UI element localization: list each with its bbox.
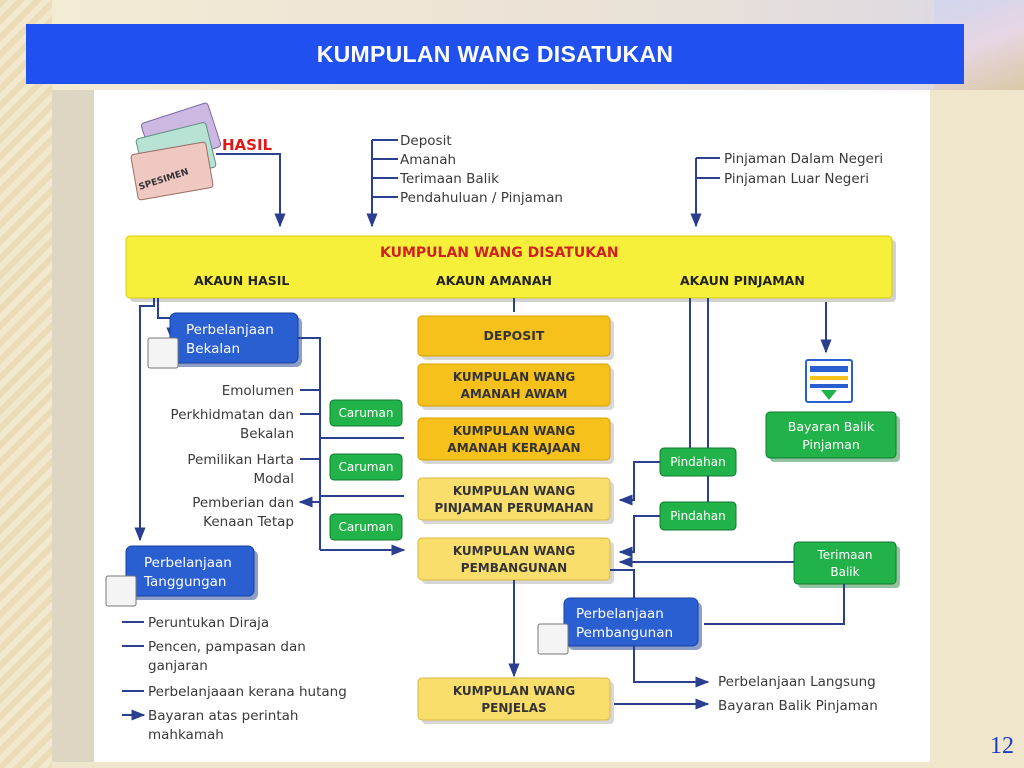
kw-pembangunan-box: KUMPULAN WANG PEMBANGUNAN bbox=[417, 537, 614, 584]
bayaran-balik-pinjaman-box: Bayaran Balik Pinjaman bbox=[765, 411, 900, 462]
source-pinjaman-dalam: Pinjaman Dalam Negeri bbox=[724, 151, 883, 167]
svg-text:PEMBANGUNAN: PEMBANGUNAN bbox=[461, 561, 567, 575]
svg-text:PENJELAS: PENJELAS bbox=[481, 701, 546, 715]
svg-text:KUMPULAN WANG: KUMPULAN WANG bbox=[453, 370, 575, 384]
svg-text:Caruman: Caruman bbox=[339, 406, 394, 420]
svg-text:Pemilikan Harta: Pemilikan Harta bbox=[187, 452, 294, 468]
svg-text:Pindahan: Pindahan bbox=[670, 509, 725, 523]
perbelanjaan-tanggungan-box: Perbelanjaan Tanggungan bbox=[105, 545, 258, 607]
svg-text:Emolumen: Emolumen bbox=[222, 383, 294, 399]
svg-text:Perbelanjaan: Perbelanjaan bbox=[186, 322, 274, 338]
svg-text:Perbelanjaan: Perbelanjaan bbox=[576, 606, 664, 622]
bayaran-balik-icon bbox=[805, 359, 853, 403]
source-deposit: Deposit bbox=[400, 133, 452, 149]
caruman-box-1: Caruman bbox=[329, 399, 403, 427]
pindahan-box-1: Pindahan bbox=[659, 447, 737, 477]
banknotes-icon: SPESIMEN bbox=[130, 102, 222, 201]
caruman-box-3: Caruman bbox=[329, 513, 403, 541]
svg-text:Kenaan Tetap: Kenaan Tetap bbox=[203, 514, 294, 530]
perbelanjaan-bekalan-box: Perbelanjaan Bekalan bbox=[147, 312, 302, 369]
svg-text:mahkamah: mahkamah bbox=[148, 727, 224, 743]
title-bar: KUMPULAN WANG DISATUKAN bbox=[26, 24, 964, 84]
slide-title: KUMPULAN WANG DISATUKAN bbox=[316, 40, 674, 67]
svg-text:DEPOSIT: DEPOSIT bbox=[484, 328, 545, 343]
folder-icon bbox=[147, 337, 179, 369]
svg-text:KUMPULAN WANG: KUMPULAN WANG bbox=[453, 424, 575, 438]
svg-text:Pembangunan: Pembangunan bbox=[576, 625, 673, 641]
svg-text:Pemberian dan: Pemberian dan bbox=[192, 495, 294, 511]
output-bayaran-balik-pinjaman: Bayaran Balik Pinjaman bbox=[718, 698, 878, 714]
pindahan-box-2: Pindahan bbox=[659, 501, 737, 531]
folder-icon bbox=[537, 623, 569, 655]
output-perbelanjaan-langsung: Perbelanjaan Langsung bbox=[718, 674, 876, 690]
svg-text:Perbelanjaaan kerana hutang: Perbelanjaaan kerana hutang bbox=[148, 684, 347, 700]
kw-penjelas-box: KUMPULAN WANG PENJELAS bbox=[417, 677, 614, 724]
diagram-panel: SPESIMEN HASIL Deposit Amanah Terimaan B… bbox=[94, 90, 930, 762]
flow-diagram: SPESIMEN HASIL Deposit Amanah Terimaan B… bbox=[105, 102, 900, 743]
svg-text:Caruman: Caruman bbox=[339, 460, 394, 474]
svg-text:Tanggungan: Tanggungan bbox=[143, 574, 227, 590]
kw-amanah-awam-box: KUMPULAN WANG AMANAH AWAM bbox=[417, 363, 614, 410]
hasil-label: HASIL bbox=[222, 136, 273, 154]
svg-text:PINJAMAN PERUMAHAN: PINJAMAN PERUMAHAN bbox=[434, 501, 593, 515]
main-box-title: KUMPULAN WANG DISATUKAN bbox=[380, 245, 619, 261]
svg-text:AMANAH AWAM: AMANAH AWAM bbox=[461, 387, 568, 401]
svg-text:Perbelanjaan: Perbelanjaan bbox=[144, 555, 232, 571]
folder-icon bbox=[105, 575, 137, 607]
svg-text:Pencen, pampasan dan: Pencen, pampasan dan bbox=[148, 639, 306, 655]
source-amanah: Amanah bbox=[400, 152, 456, 168]
svg-text:Peruntukan Diraja: Peruntukan Diraja bbox=[148, 615, 269, 631]
pinjaman-sources-list: Pinjaman Dalam Negeri Pinjaman Luar Nege… bbox=[690, 151, 883, 228]
akaun-amanah-label: AKAUN AMANAH bbox=[436, 273, 552, 288]
svg-text:Bayaran atas perintah: Bayaran atas perintah bbox=[148, 708, 298, 724]
perbelanjaan-pembangunan-box: Perbelanjaan Pembangunan bbox=[537, 597, 702, 655]
hasil-arrow bbox=[216, 153, 286, 228]
svg-text:KUMPULAN WANG: KUMPULAN WANG bbox=[453, 684, 575, 698]
amanah-sources-list: Deposit Amanah Terimaan Balik Pendahulua… bbox=[366, 133, 563, 228]
svg-text:Balik: Balik bbox=[830, 565, 859, 579]
bekalan-items: Emolumen Perkhidmatan dan Bekalan Pemili… bbox=[171, 383, 294, 530]
terimaan-balik-box: Terimaan Balik bbox=[793, 541, 900, 588]
page-number: 12 bbox=[990, 733, 1014, 759]
caruman-box-2: Caruman bbox=[329, 453, 403, 481]
svg-text:Pinjaman: Pinjaman bbox=[802, 437, 860, 452]
kumpulan-wang-disatukan-box: KUMPULAN WANG DISATUKAN AKAUN HASIL AKAU… bbox=[125, 235, 896, 302]
svg-text:KUMPULAN WANG: KUMPULAN WANG bbox=[453, 544, 575, 558]
kw-pinjaman-perumahan-box: KUMPULAN WANG PINJAMAN PERUMAHAN bbox=[417, 477, 614, 524]
svg-text:Bekalan: Bekalan bbox=[186, 341, 240, 357]
svg-text:Pindahan: Pindahan bbox=[670, 455, 725, 469]
source-pendahuluan: Pendahuluan / Pinjaman bbox=[400, 190, 563, 206]
kw-amanah-kerajaan-box: KUMPULAN WANG AMANAH KERAJAAN bbox=[417, 417, 614, 464]
svg-text:KUMPULAN WANG: KUMPULAN WANG bbox=[453, 484, 575, 498]
svg-text:Perkhidmatan dan: Perkhidmatan dan bbox=[171, 407, 294, 423]
akaun-pinjaman-label: AKAUN PINJAMAN bbox=[680, 273, 805, 288]
svg-text:Bekalan: Bekalan bbox=[240, 426, 294, 442]
slide-background-left bbox=[0, 0, 52, 768]
deposit-box: DEPOSIT bbox=[417, 315, 614, 360]
svg-text:ganjaran: ganjaran bbox=[148, 658, 208, 674]
tanggungan-items: Peruntukan Diraja Pencen, pampasan dan g… bbox=[122, 615, 347, 743]
svg-text:Modal: Modal bbox=[254, 471, 295, 487]
svg-text:Terimaan: Terimaan bbox=[817, 548, 873, 562]
source-terimaan-balik: Terimaan Balik bbox=[399, 171, 499, 187]
svg-text:Bayaran Balik: Bayaran Balik bbox=[788, 419, 875, 434]
akaun-hasil-label: AKAUN HASIL bbox=[194, 273, 289, 288]
panel-shadow bbox=[52, 90, 94, 762]
svg-text:Caruman: Caruman bbox=[339, 520, 394, 534]
source-pinjaman-luar: Pinjaman Luar Negeri bbox=[724, 171, 869, 187]
svg-text:AMANAH KERAJAAN: AMANAH KERAJAAN bbox=[447, 441, 580, 455]
